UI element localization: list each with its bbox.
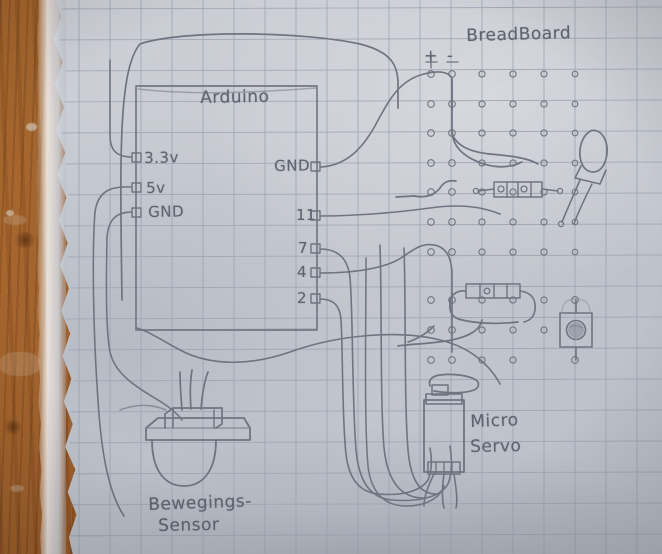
wood-speck — [10, 485, 24, 492]
wood-knot — [12, 232, 38, 248]
wood-speck — [3, 215, 27, 225]
wood-speck — [26, 123, 37, 131]
wood-speck — [6, 210, 14, 216]
graph-paper-shading — [53, 0, 662, 554]
wood-speck — [0, 352, 40, 376]
wood-knot — [2, 420, 24, 434]
